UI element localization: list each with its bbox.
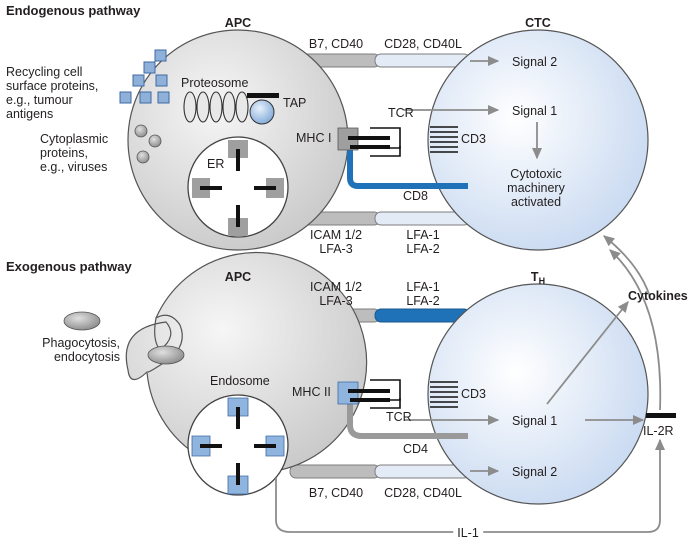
arrows-top xyxy=(404,55,543,160)
adhesion-apc-bottom-1: ICAM 1/2 xyxy=(309,280,363,294)
signal2-label-bottom: Signal 2 xyxy=(512,465,558,479)
adhesion-apc-bottom-2: LFA-3 xyxy=(319,294,353,308)
cytoplasmic-proteins-icon xyxy=(134,124,162,164)
signal1-label-bottom: Signal 1 xyxy=(512,414,558,428)
recycling-proteins-icon xyxy=(119,49,170,104)
recycling-line-4: antigens xyxy=(6,107,54,121)
outcome-line-2: machinery xyxy=(507,181,565,195)
tap-icon xyxy=(247,93,279,125)
mhc2-label: MHC II xyxy=(292,385,331,399)
tap-label: TAP xyxy=(283,96,307,110)
proteosome-label: Proteosome xyxy=(181,76,249,90)
er-organelle xyxy=(187,136,289,238)
adhesion-apc-top-1: ICAM 1/2 xyxy=(309,228,363,242)
costim-apc-label-bottom: B7, CD40 xyxy=(308,486,364,500)
apc-label-top: APC xyxy=(224,16,252,30)
cd4-label: CD4 xyxy=(403,442,429,456)
exogenous-title: Exogenous pathway xyxy=(6,259,132,274)
endosome-label: Endosome xyxy=(210,374,270,388)
cytoplasmic-line-1: Cytoplasmic xyxy=(40,132,109,146)
th-cell xyxy=(427,283,649,505)
cd8-label: CD8 xyxy=(403,189,429,203)
costim-bar-bottom xyxy=(289,464,471,479)
signal2-label-top: Signal 2 xyxy=(512,55,558,69)
cytoplasmic-line-3: e.g., viruses xyxy=(40,160,108,174)
ctc-label: CTC xyxy=(525,16,551,30)
mhc1-tcr-complex xyxy=(337,127,401,157)
recycling-line-3: e.g., tumour xyxy=(6,93,73,107)
costim-tc-label-bottom: CD28, CD40L xyxy=(384,486,462,500)
mhc1-label: MHC I xyxy=(296,131,332,145)
apc-label-bottom: APC xyxy=(224,270,252,284)
recycling-line-1: Recycling cell xyxy=(6,65,83,79)
adhesion-tc-top-2: LFA-2 xyxy=(406,242,440,256)
cd3-label-bottom: CD3 xyxy=(461,387,487,401)
cd3-icon-top xyxy=(430,126,458,153)
tcr-label-top: TCR xyxy=(388,106,414,120)
proteosome-icon xyxy=(183,91,249,123)
signal1-label-top: Signal 1 xyxy=(512,104,558,118)
adhesion-tc-top-1: LFA-1 xyxy=(406,228,440,242)
phago-line-1: Phagocytosis, xyxy=(42,336,120,350)
outcome-line-1: Cytotoxic xyxy=(510,167,562,181)
mhc2-tcr-complex xyxy=(337,379,401,409)
cd3-label-top: CD3 xyxy=(461,132,487,146)
cytokines-label: Cytokines xyxy=(628,289,688,303)
cd8-connector xyxy=(347,148,468,189)
adhesion-tc-bottom-1: LFA-1 xyxy=(406,280,440,294)
ctc-cell xyxy=(427,29,649,251)
outcome-line-3: activated xyxy=(510,195,562,209)
endosome-organelle xyxy=(187,394,289,496)
il2r-label: IL-2R xyxy=(643,424,674,438)
cd4-connector xyxy=(347,400,468,439)
il1-label: IL-1 xyxy=(453,526,483,540)
endogenous-title: Endogenous pathway xyxy=(6,3,141,18)
adhesion-apc-top-2: LFA-3 xyxy=(319,242,353,256)
cytoplasmic-line-2: proteins, xyxy=(40,146,88,160)
recycling-line-2: surface proteins, xyxy=(6,79,99,93)
tcr-label-bottom: TCR xyxy=(386,410,412,424)
phagocytosis-particles-icon xyxy=(63,311,185,365)
costim-tc-label-top: CD28, CD40L xyxy=(384,37,462,51)
il2r-receptor-icon xyxy=(646,413,676,418)
cd3-icon-bottom xyxy=(430,381,458,408)
costim-apc-label-top: B7, CD40 xyxy=(308,37,364,51)
er-label: ER xyxy=(207,157,225,171)
adhesion-tc-bottom-2: LFA-2 xyxy=(406,294,440,308)
phago-line-2: endocytosis xyxy=(53,350,120,364)
th-label: TH xyxy=(530,270,546,286)
